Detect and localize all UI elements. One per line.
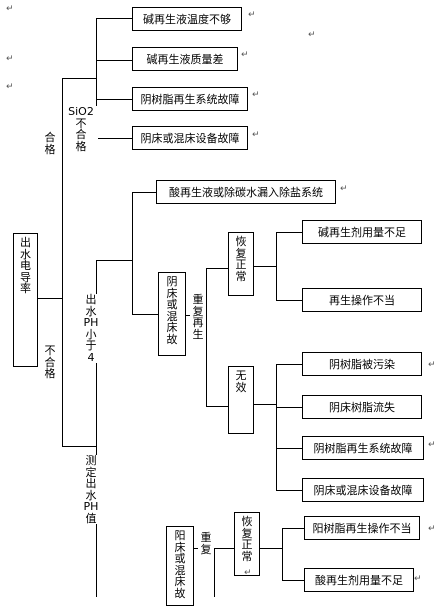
paragraph-mark-9: ↵: [340, 184, 348, 194]
label-qualified: 合格: [44, 131, 56, 156]
noeffect-cause-4: 阴床或混床设备故障: [302, 478, 424, 502]
connector-noeffect-c4: [276, 490, 302, 491]
connector-ph-sub: [132, 192, 133, 314]
connector-sio2-c4: [96, 138, 132, 139]
connector-noeffect-c2: [276, 407, 302, 408]
connector-sio2-c3: [96, 99, 132, 100]
paragraph-mark-8: ↵: [252, 130, 260, 140]
anion-recover-cause-2: 再生操作不当: [302, 288, 422, 312]
connector-sio2: [62, 78, 96, 79]
paragraph-mark-10: ↵: [428, 360, 436, 370]
connector-anion-noeffect: [206, 406, 228, 407]
ph-cause-top: 酸再生液或除碳水漏入除盐系统: [156, 180, 336, 204]
connector-noeffect-spine: [276, 364, 277, 490]
paragraph-mark-12: ↵: [428, 524, 436, 534]
connector-cation-spine: [214, 548, 215, 597]
label-ph: 出 水 PH 小 于 4: [80, 293, 102, 364]
sio2-cause-3: 阴树脂再生系统故障: [132, 87, 248, 111]
connector-sio2-c2: [96, 60, 132, 61]
paragraph-mark-1: ↵: [6, 4, 14, 14]
paragraph-mark-7: ↵: [252, 90, 260, 100]
sio2-cause-2: 碱再生液质量差: [132, 47, 238, 71]
root-label: 出水电导率: [20, 236, 31, 296]
connector-anion-recover: [206, 268, 228, 269]
connector-ph-spine: [96, 260, 97, 597]
paragraph-mark-2: ↵: [6, 54, 14, 64]
connector-trunk: [62, 78, 63, 446]
paragraph-mark-11: ↵: [428, 440, 436, 450]
connector-recover-out: [254, 266, 276, 267]
connector-noeffect-out: [254, 404, 276, 405]
anion-recover-cause-1: 碱再生剂用量不足: [302, 220, 422, 244]
noeffect-cause-3: 阴树脂再生系统故障: [302, 436, 424, 460]
connector-recover-c1: [276, 232, 302, 233]
connector-anion: [132, 314, 158, 315]
connector-ph: [62, 446, 96, 447]
connector-anion-spine: [206, 268, 207, 406]
anion-recover-box: 恢复正常: [228, 232, 254, 296]
connector-sio2-spine: [96, 18, 97, 138]
cation-fault-box: 阳床或混床故: [166, 526, 194, 606]
connector-ph-top: [132, 192, 156, 193]
paragraph-mark-5: ↵: [248, 10, 256, 20]
paragraph-mark-3: ↵: [6, 82, 14, 92]
anion-noeffect-box: 无效: [228, 366, 254, 434]
cation-recover-cause-1: 阳树脂再生操作不当: [304, 516, 420, 540]
connector-noeffect-c1: [276, 364, 302, 365]
paragraph-mark-14: ↵: [244, 568, 252, 578]
connector-noeffect-c3: [276, 448, 302, 449]
label-ph-measure: 测 定 出 水 PH 值: [80, 455, 102, 525]
ph-char-1: 出: [85, 293, 97, 306]
connector-recover-c2: [276, 300, 302, 301]
connector-cation-recover: [214, 548, 234, 549]
connector-sio2-c1: [96, 18, 132, 19]
paragraph-mark-6: ↵: [241, 50, 249, 60]
noeffect-cause-2: 阴床树脂流失: [302, 395, 422, 419]
noeffect-cause-1: 阴树脂被污染: [302, 352, 422, 376]
cation-recover-cause-2: 酸再生剂用量不足: [304, 568, 414, 592]
connector-root: [38, 298, 62, 299]
cation-regen-label: 重复: [198, 532, 214, 556]
connector-cation-c2: [282, 580, 304, 581]
connector-recover-spine: [276, 232, 277, 300]
root-box: 出水电导率: [13, 233, 38, 367]
connector-cation-c1: [282, 528, 304, 529]
cation-recover-box: 恢复正常: [234, 512, 260, 576]
anion-regen-label: 重复再生: [190, 294, 206, 341]
connector-ph-branch: [96, 260, 132, 261]
connector-cation-recover-spine: [282, 528, 283, 580]
connector-cation-recover-out: [260, 548, 282, 549]
anion-fault-box: 阴床或混床故: [158, 272, 186, 356]
sio2-cause-1: 碱再生液温度不够: [132, 7, 242, 31]
paragraph-mark-13: ↵: [414, 574, 422, 584]
sio2-cause-4: 阴床或混床设备故障: [132, 126, 248, 150]
label-unqualified: 不合格: [44, 344, 56, 381]
label-sio2: SiO2 不合格: [64, 106, 98, 153]
paragraph-mark-4: ↵: [308, 30, 316, 40]
